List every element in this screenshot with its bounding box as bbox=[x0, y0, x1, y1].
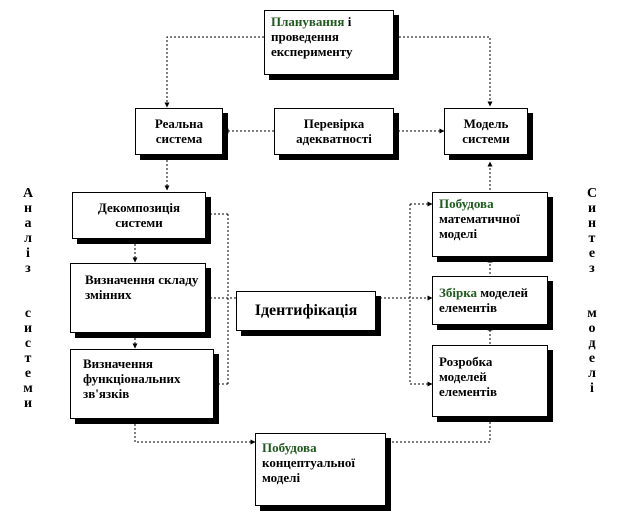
system-model-box: Модель системи bbox=[444, 108, 528, 155]
adequacy-check-box: Перевірка адекватності bbox=[274, 108, 394, 155]
arrow-planning-to-system-model bbox=[395, 36, 493, 107]
assembly-box: Збірка моделей елементів bbox=[432, 276, 548, 325]
variables-composition-box: Визначення складу змінних bbox=[70, 263, 206, 333]
real-system-label: Реальна система bbox=[154, 116, 204, 146]
identification-box: Ідентифікація bbox=[236, 291, 376, 331]
conceptual-model-highlight: Побудова bbox=[262, 440, 317, 455]
planning-highlight: Планування bbox=[271, 14, 345, 29]
functional-links-box: Визначення функціональних зв'язків bbox=[70, 349, 214, 419]
real-system-box: Реальна система bbox=[135, 108, 223, 155]
conceptual-model-box: Побудова концептуальної моделі bbox=[255, 433, 386, 506]
arrow-planning-to-real-system bbox=[164, 36, 264, 108]
decomposition-box: Декомпозиція системи bbox=[72, 192, 206, 239]
arrow-element-models-to-conceptual bbox=[385, 418, 491, 445]
planning-rest: і проведення експерименту bbox=[271, 14, 353, 59]
functional-links-label: Визначення функціональних зв'язків bbox=[83, 356, 181, 401]
element-models-label: Розробка моделей елементів bbox=[439, 354, 497, 399]
variables-composition-label: Визначення складу змінних bbox=[85, 272, 199, 302]
element-models-box: Розробка моделей елементів bbox=[432, 345, 548, 417]
decomposition-label: Декомпозиція системи bbox=[97, 200, 181, 230]
assembly-rest: моделей елементів bbox=[439, 285, 528, 315]
system-model-label: Модель системи bbox=[462, 116, 510, 146]
math-model-rest: математичної моделі bbox=[439, 211, 520, 241]
math-model-box: Побудова математичної моделі bbox=[432, 192, 548, 257]
conceptual-model-rest: концептуальної моделі bbox=[262, 455, 355, 485]
arrow-functional-to-conceptual bbox=[134, 420, 256, 445]
assembly-highlight: Збірка bbox=[439, 285, 477, 300]
adequacy-check-label: Перевірка адекватності bbox=[296, 116, 372, 146]
math-model-highlight: Побудова bbox=[439, 196, 494, 211]
planning-box: Планування і проведення експерименту bbox=[264, 10, 394, 75]
identification-label: Ідентифікація bbox=[254, 302, 358, 319]
